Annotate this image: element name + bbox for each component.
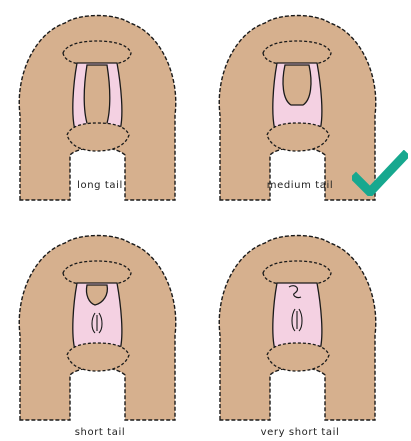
rump-tuft [263,261,331,285]
checkmark-icon [352,150,408,196]
caption-short-tail: short tail [5,427,195,438]
rump-tuft [63,41,131,65]
caption-long-tail: long tail [5,180,195,191]
sheep-rear-illustration [5,225,195,425]
sheep-rear-illustration [5,5,195,205]
tail [84,65,110,129]
tail [283,65,311,105]
panel-very-short-tail [205,225,395,425]
panel-short-tail [5,225,195,425]
rump-tuft [63,261,131,285]
caption-very-short-tail: very short tail [205,427,395,438]
rump-tuft [263,41,331,65]
sheep-rear-illustration [205,225,395,425]
panel-long-tail [5,5,195,205]
